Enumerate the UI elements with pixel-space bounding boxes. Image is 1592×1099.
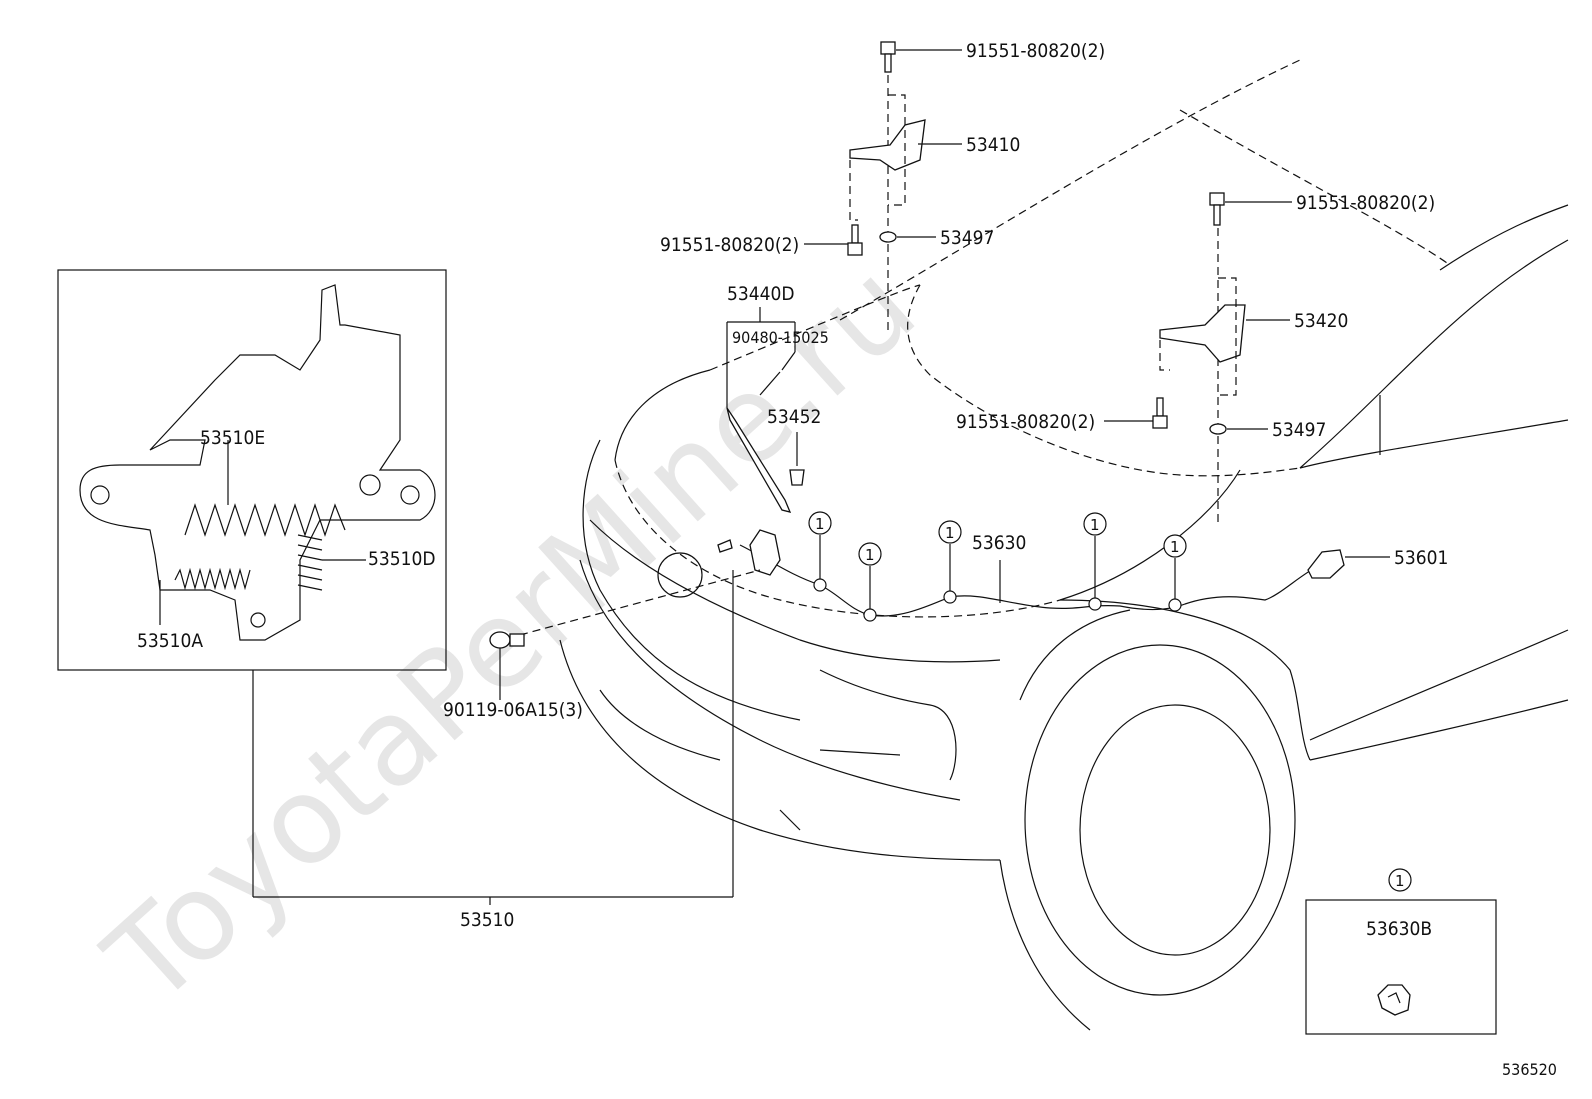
bolt-left-part [804, 224, 863, 256]
svg-text:1: 1 [815, 515, 825, 533]
label-bolt-top: 91551-80820(2) [966, 40, 1105, 62]
lock-assy-leader [252, 570, 734, 905]
label-washer-left: 53497 [940, 227, 994, 249]
label-spring-a: 53510A [137, 630, 203, 652]
label-support-rod: 53440D [727, 283, 795, 305]
hinge-right-part [1159, 277, 1290, 396]
label-lock-assy: 53510 [460, 909, 514, 931]
svg-text:1: 1 [1395, 872, 1405, 890]
bolt-top-group [880, 41, 962, 330]
diagram-code: 536520 [1502, 1060, 1557, 1079]
release-cable [739, 544, 1321, 617]
cushion-part [789, 432, 805, 486]
clamp-1: 1 [808, 511, 832, 592]
hood-lock-part [519, 529, 781, 636]
svg-text:1: 1 [1090, 516, 1100, 534]
support-rod-part [726, 307, 796, 513]
svg-text:1: 1 [945, 524, 955, 542]
label-clip: 90119-06A15(3) [443, 699, 583, 721]
label-spring-e: 53510E [200, 427, 265, 449]
lever-part [1307, 549, 1390, 579]
clamp-3: 1 [938, 520, 962, 604]
label-cushion: 53452 [767, 406, 821, 428]
label-lever: 53601 [1394, 547, 1448, 569]
clamp-5: 1 [1163, 534, 1187, 612]
svg-text:1: 1 [1170, 538, 1180, 556]
bolt-right-part [1104, 397, 1168, 429]
washer-left-part [879, 231, 936, 243]
label-bolt-right: 91551-80820(2) [956, 411, 1095, 433]
clamp-2: 1 [858, 542, 882, 622]
vehicle-outline [559, 59, 1569, 1031]
clamp-box: 1 [1305, 868, 1497, 1035]
label-spring-d: 53510D [368, 548, 436, 570]
label-cable: 53630 [972, 532, 1026, 554]
svg-text:1: 1 [865, 546, 875, 564]
label-washer-right: 53497 [1272, 419, 1326, 441]
clip-part [489, 631, 525, 700]
label-hinge-right: 53420 [1294, 310, 1348, 332]
label-bolt-right-top: 91551-80820(2) [1296, 192, 1435, 214]
hinge-left-part [849, 94, 962, 221]
lock-detail-inset [57, 269, 447, 671]
clamp-markers: 1 1 1 1 1 [808, 511, 1187, 622]
label-hinge-left: 53410 [966, 134, 1020, 156]
bolt-right-top-group [1209, 192, 1292, 525]
label-rod-clip: 90480-15025 [732, 328, 829, 347]
label-clamp-box: 53630B [1366, 918, 1432, 940]
label-bolt-left: 91551-80820(2) [660, 234, 799, 256]
clamp-4: 1 [1083, 512, 1107, 611]
washer-right-part [1209, 423, 1268, 435]
